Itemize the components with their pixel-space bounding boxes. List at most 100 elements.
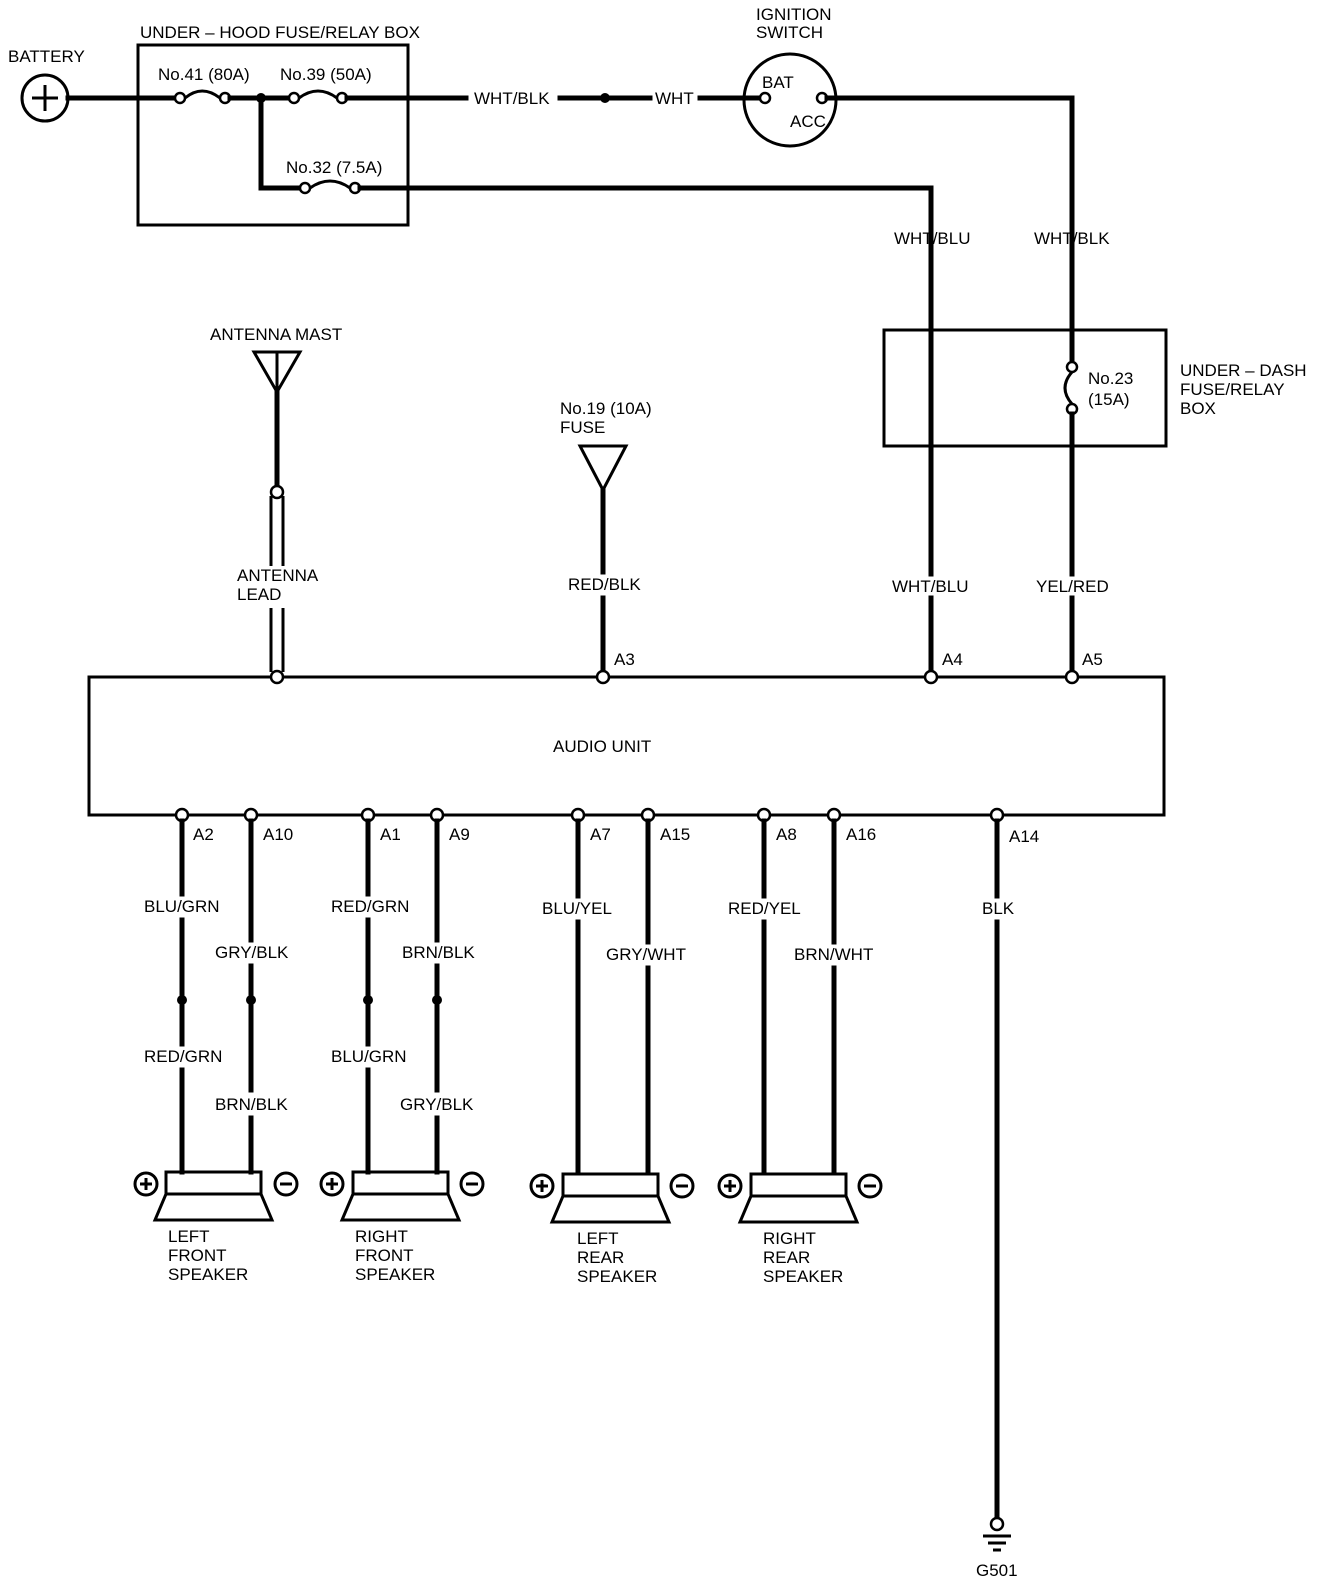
wire-label-brn-wht: BRN/WHT	[794, 945, 873, 964]
speaker-label-line1: LEFT	[168, 1227, 210, 1246]
underhood-fuse-box: UNDER – HOOD FUSE/RELAY BOX No.41 (80A) …	[136, 23, 420, 227]
speaker-label-line2: REAR	[763, 1248, 810, 1267]
speaker-icon	[749, 1172, 848, 1198]
speaker-label-line3: SPEAKER	[355, 1265, 435, 1284]
pin-a5-label: A5	[1082, 650, 1103, 669]
pin-a9-label: A9	[449, 825, 470, 844]
underdash-title-line2: FUSE/RELAY	[1180, 380, 1285, 399]
left-rear-speaker: LEFT REAR SPEAKER	[529, 1172, 695, 1286]
bottom-pins	[174, 807, 1005, 823]
underhood-box-outline	[136, 43, 410, 227]
ignition-bat-label: BAT	[762, 73, 794, 92]
fuse32-icon	[298, 179, 362, 195]
pin-a5-terminal	[1064, 669, 1080, 685]
fuse19-source-icon	[577, 444, 629, 494]
wire-label-wht-blk-top: WHT/BLK	[474, 89, 550, 108]
underdash-title-line1: UNDER – DASH	[1180, 361, 1307, 380]
minus-icon	[459, 1171, 485, 1197]
pin-a16-label: A16	[846, 825, 876, 844]
wht-blu-feed-wire	[357, 185, 934, 333]
antenna-mast: ANTENNA MAST	[210, 325, 342, 396]
wire-label-brn-blk-2: BRN/BLK	[402, 943, 475, 962]
pin-a1-label: A1	[380, 825, 401, 844]
speaker-label-line3: SPEAKER	[763, 1267, 843, 1286]
pin-a3-label: A3	[614, 650, 635, 669]
audio-unit-title: AUDIO UNIT	[553, 737, 651, 756]
underdash-fuse-box: UNDER – DASH FUSE/RELAY BOX No.23 (15A)	[882, 328, 1307, 448]
connector-dot	[600, 93, 610, 103]
plus-icon	[133, 1171, 159, 1197]
wire-label-blu-grn-1: BLU/GRN	[144, 897, 220, 916]
ignition-title-line1: IGNITION	[756, 5, 832, 24]
antenna-terminal	[269, 669, 285, 685]
ground-g501: G501	[976, 1516, 1018, 1580]
speaker-label-line2: REAR	[577, 1248, 624, 1267]
wire-label-wht-blu-low: WHT/BLU	[892, 577, 969, 596]
pin-a4-label: A4	[942, 650, 963, 669]
wire-label-red-yel: RED/YEL	[728, 899, 801, 918]
underdash-box-outline	[882, 328, 1168, 448]
speaker-label-line2: FRONT	[168, 1246, 227, 1265]
fuse41-icon	[173, 89, 232, 105]
wire-label-blu-grn-2: BLU/GRN	[331, 1047, 407, 1066]
pin-a15-label: A15	[660, 825, 690, 844]
speaker-icon	[561, 1172, 660, 1198]
fuse23-icon	[1063, 360, 1079, 416]
pin-a7-label: A7	[590, 825, 611, 844]
wire-label-gry-blk-2: GRY/BLK	[400, 1095, 474, 1114]
fuse41-label: No.41 (80A)	[158, 65, 250, 84]
plus-icon	[529, 1173, 555, 1199]
wire-label-yel-red: YEL/RED	[1036, 577, 1109, 596]
ignition-acc-label: ACC	[790, 112, 826, 131]
wire-label-blk: BLK	[982, 899, 1015, 918]
ignition-switch: IGNITION SWITCH BAT ACC	[742, 5, 838, 148]
wire-label-gry-blk-1: GRY/BLK	[215, 943, 289, 962]
ignition-title-line2: SWITCH	[756, 23, 823, 42]
audio-unit-outline	[87, 675, 1166, 817]
fuse19-label-line2: FUSE	[560, 418, 605, 437]
wire-label-wht-blk-right: WHT/BLK	[1034, 229, 1110, 248]
fuse23-label-line2: (15A)	[1088, 390, 1130, 409]
left-front-speaker: LEFT FRONT SPEAKER	[133, 1170, 299, 1284]
speaker-label-line3: SPEAKER	[168, 1265, 248, 1284]
underdash-title-line3: BOX	[1180, 399, 1216, 418]
wire-label-wht-top: WHT	[655, 89, 694, 108]
pin-a10-label: A10	[263, 825, 293, 844]
plus-icon	[319, 1171, 345, 1197]
right-front-speaker: RIGHT FRONT SPEAKER	[319, 1170, 485, 1284]
ground-icon	[989, 1516, 1005, 1532]
minus-icon	[273, 1171, 299, 1197]
minus-icon	[857, 1173, 883, 1199]
ignition-bat-terminal	[758, 91, 772, 105]
fuse23-label-line1: No.23	[1088, 369, 1133, 388]
speaker-label-line1: LEFT	[577, 1229, 619, 1248]
speaker-label-line2: FRONT	[355, 1246, 414, 1265]
antenna-mast-label: ANTENNA MAST	[210, 325, 342, 344]
fuse39-label: No.39 (50A)	[280, 65, 372, 84]
minus-icon	[669, 1173, 695, 1199]
speaker-label-line3: SPEAKER	[577, 1267, 657, 1286]
pin-a3-terminal	[595, 669, 611, 685]
wire-label-brn-blk-1: BRN/BLK	[215, 1095, 288, 1114]
fuse32-label: No.32 (7.5A)	[286, 158, 382, 177]
speaker-icon	[351, 1170, 450, 1196]
wire-label-wht-blu-top: WHT/BLU	[894, 229, 971, 248]
fuse19-source: No.19 (10A) FUSE	[560, 399, 652, 494]
speaker-label-line1: RIGHT	[763, 1229, 816, 1248]
fuse19-label-line1: No.19 (10A)	[560, 399, 652, 418]
acc-feed-wire	[824, 95, 1075, 333]
pin-a2-label: A2	[193, 825, 214, 844]
wire-label-red-grn-1: RED/GRN	[144, 1047, 222, 1066]
right-rear-speaker: RIGHT REAR SPEAKER	[717, 1172, 883, 1286]
pin-a14-label: A14	[1009, 827, 1039, 846]
wire-label-red-blk: RED/BLK	[568, 575, 641, 594]
wire-label-red-grn-2: RED/GRN	[331, 897, 409, 916]
ground-label: G501	[976, 1561, 1018, 1580]
wire-label-gry-wht: GRY/WHT	[606, 945, 686, 964]
audio-unit: AUDIO UNIT	[87, 675, 1166, 817]
speaker-label-line1: RIGHT	[355, 1227, 408, 1246]
wire-label-blu-yel: BLU/YEL	[542, 899, 612, 918]
underhood-box-title: UNDER – HOOD FUSE/RELAY BOX	[140, 23, 420, 42]
antenna-lead-label-line1: ANTENNA	[237, 566, 319, 585]
